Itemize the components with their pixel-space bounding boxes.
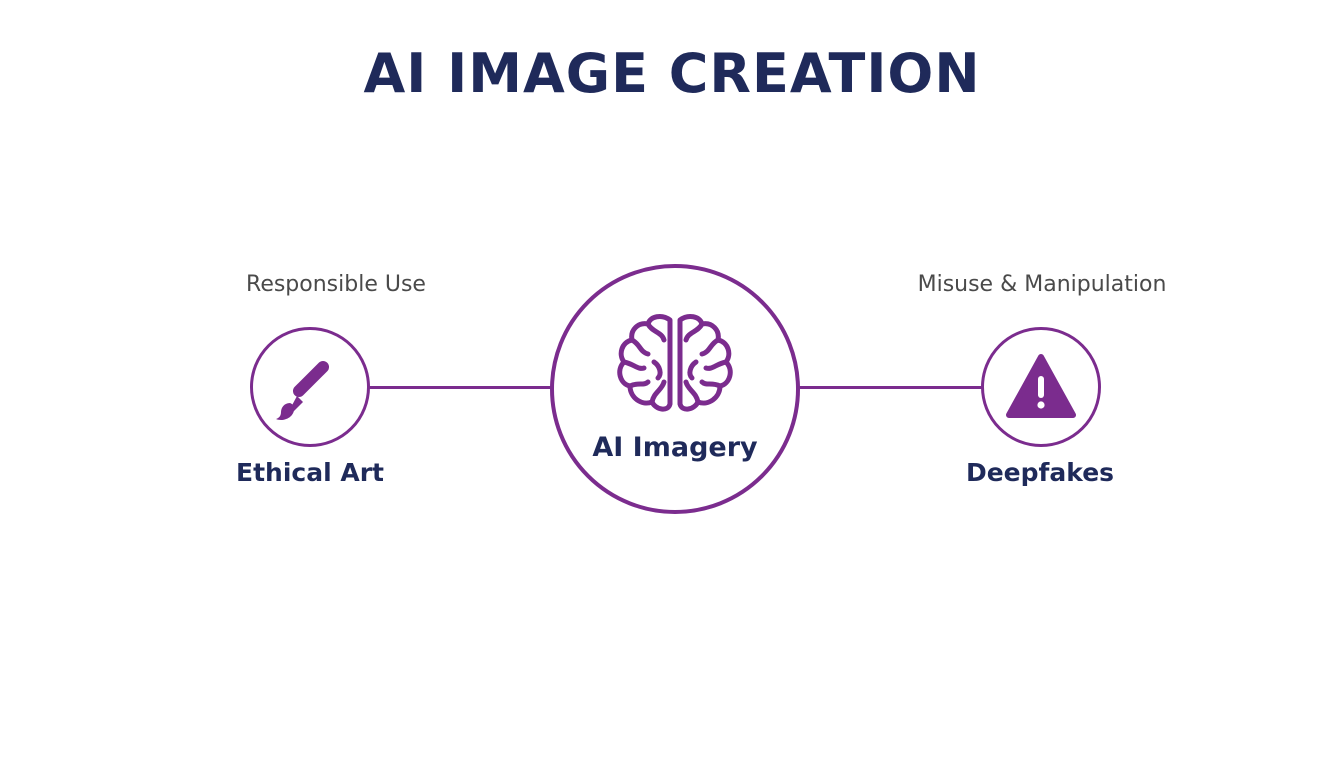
right-category-label: Misuse & Manipulation: [917, 272, 1167, 297]
brain-icon: [617, 314, 733, 412]
left-category-label: Responsible Use: [246, 272, 426, 297]
paintbrush-icon: [276, 360, 330, 420]
diagram-title: AI IMAGE CREATION: [363, 42, 981, 105]
center-node-label: AI Imagery: [592, 432, 758, 463]
warning-icon: [1006, 354, 1076, 418]
right-connector-line: [798, 386, 984, 389]
left-connector-line: [368, 386, 552, 389]
right-node-circle: [981, 327, 1101, 447]
center-node-circle: AI Imagery: [550, 264, 800, 514]
left-node-label: Ethical Art: [236, 458, 384, 487]
left-node-circle: [250, 327, 370, 447]
right-node-label: Deepfakes: [965, 458, 1115, 487]
